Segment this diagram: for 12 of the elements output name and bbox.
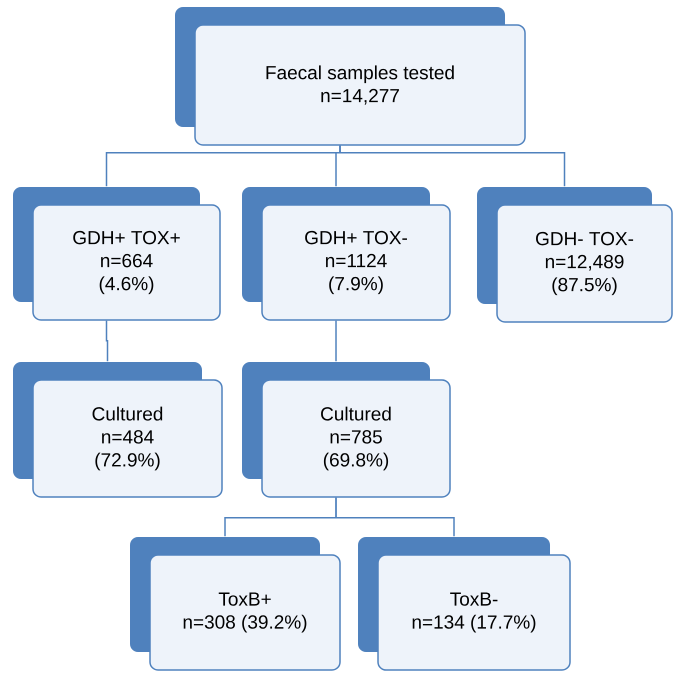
process-box: Faecal samples tested n=14,277 [175, 7, 526, 146]
process-box: GDH+ TOX+ n=664 (4.6%) [13, 187, 221, 321]
process-box: ToxB- n=134 (17.7%) [358, 537, 571, 671]
connector-line [335, 498, 455, 536]
process-box: GDH+ TOX- n=1124 (7.9%) [242, 187, 451, 321]
process-box: Cultured n=785 (69.8%) [242, 362, 451, 498]
connector-line [339, 146, 566, 186]
connector-line [335, 320, 337, 362]
process-box: GDH- TOX- n=12,489 (87.5%) [477, 187, 673, 323]
connector-line [106, 320, 108, 362]
process-box: Cultured n=484 (72.9%) [13, 362, 223, 498]
process-box: ToxB+ n=308 (39.2%) [130, 537, 341, 671]
